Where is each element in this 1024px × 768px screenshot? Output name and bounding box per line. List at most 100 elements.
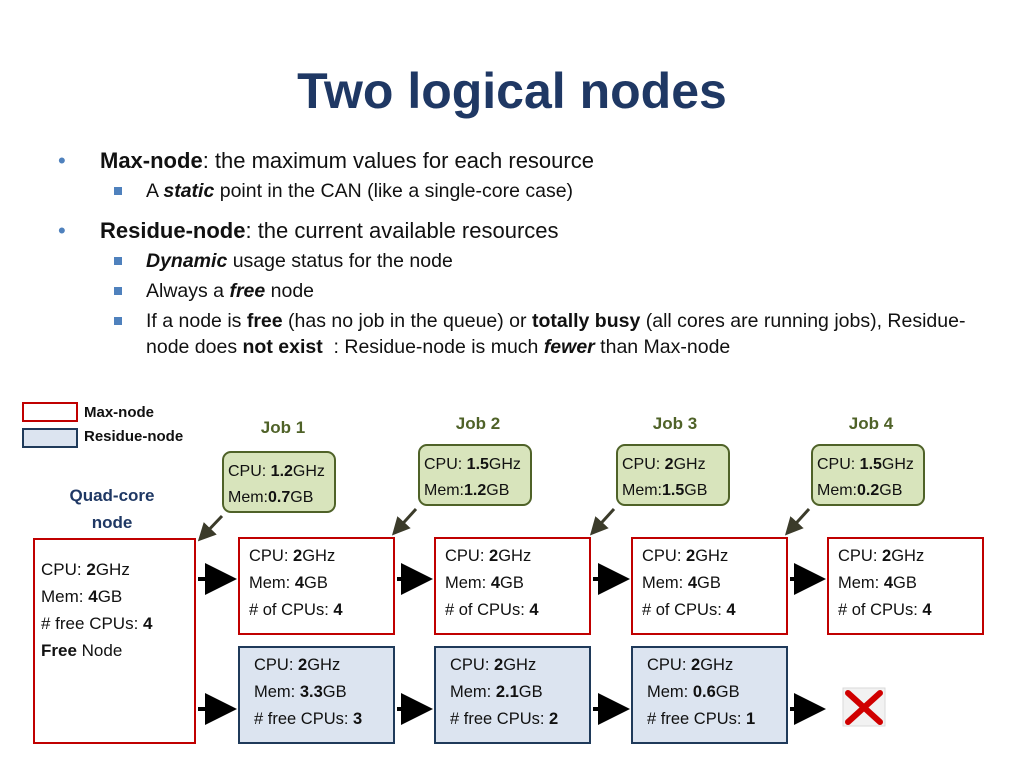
emphasis-dynamic: Dynamic	[146, 250, 228, 272]
mem-value: 3.3	[299, 683, 323, 701]
arrow-diagonal-icon	[784, 507, 811, 536]
max-node-box: CPU: 2GHz Mem: 4GB # of CPUs: 4	[238, 537, 395, 635]
cpu-label: CPU:	[838, 547, 883, 565]
mem-value: 4	[883, 574, 894, 592]
sub-bullet-static: A static point in the CAN (like a single…	[58, 178, 1008, 204]
status-free: Free	[41, 641, 77, 660]
free-cpus-value: 4	[143, 614, 153, 633]
mem-value: 4	[687, 574, 698, 592]
mem-label: Mem:	[838, 574, 884, 592]
job-cpu-value: 1.2	[270, 463, 293, 480]
arrow-diagonal-icon	[197, 514, 224, 542]
arrow-diagonal-icon	[589, 507, 616, 536]
emphasis-static: static	[163, 180, 215, 202]
job-box: CPU: 1.5GHz Mem:1.2GB	[418, 444, 532, 506]
term-max-node: Max-node	[100, 148, 203, 173]
cpu-label: CPU:	[41, 560, 87, 579]
job-label: Job 3	[652, 414, 698, 433]
sub-bullet-text: Always a	[146, 280, 230, 302]
cpu-value: 2	[686, 547, 696, 565]
cpus-label: # of CPUs:	[838, 601, 923, 619]
free-cpus-label: # free CPUs:	[254, 710, 354, 728]
cpu-unit: GHz	[95, 560, 130, 579]
free-cpus-value: 1	[746, 710, 756, 728]
square-bullet-icon	[114, 287, 122, 295]
cpu-value: 2	[298, 656, 308, 674]
mem-unit: GB	[893, 574, 917, 592]
sub-bullet-text: point in the CAN (like a single-core cas…	[214, 180, 574, 202]
sub-bullet-free: Always a free node	[58, 278, 1008, 304]
residue-node-box: CPU: 2GHz Mem: 2.1GB # free CPUs: 2	[434, 646, 591, 744]
bullet-list: • Max-node: the maximum values for each …	[58, 146, 1008, 364]
job-cpu-label: CPU:	[424, 456, 467, 473]
job-cpu-unit: GHz	[881, 456, 914, 473]
job-mem-label: Mem:	[817, 482, 857, 499]
job-mem-label: Mem:	[622, 482, 662, 499]
mem-label: Mem:	[450, 683, 496, 701]
mem-unit: GB	[715, 683, 740, 701]
emphasis-free: free	[246, 310, 283, 332]
mem-unit: GB	[304, 574, 328, 592]
job-mem-value: 0.2	[857, 482, 880, 499]
job-mem-label: Mem:	[228, 489, 268, 506]
sub-bullet-text: usage status for the node	[227, 250, 453, 272]
sub-bullet-text: : Residue-node is much	[322, 336, 544, 358]
mem-unit: GB	[500, 574, 524, 592]
free-cpus-value: 2	[549, 710, 559, 728]
cpu-unit: GHz	[307, 656, 341, 674]
mem-unit: GB	[97, 587, 123, 606]
job-cpu-label: CPU:	[622, 456, 665, 473]
job-cpu-unit: GHz	[292, 463, 325, 480]
job-mem-unit: GB	[290, 489, 314, 506]
cpus-value: 4	[922, 601, 932, 619]
free-cpus-label: # free CPUs:	[450, 710, 550, 728]
cpus-value: 4	[333, 601, 343, 619]
cpu-unit: GHz	[695, 547, 729, 565]
job-cpu-value: 2	[664, 456, 674, 473]
cpu-unit: GHz	[503, 656, 537, 674]
bullet-dot-icon: •	[58, 148, 66, 173]
quad-core-node-box: CPU: 2GHz Mem: 4GB # free CPUs: 4 Free N…	[33, 538, 196, 744]
legend-max-label: Max-node	[84, 404, 155, 421]
job-cpu-unit: GHz	[488, 456, 521, 473]
cpu-value: 2	[494, 656, 504, 674]
max-node-box: CPU: 2GHz Mem: 4GB # of CPUs: 4	[827, 537, 984, 635]
cpu-unit: GHz	[891, 547, 925, 565]
status-text: Node	[76, 641, 123, 660]
mem-value: 4	[294, 574, 305, 592]
sub-bullet-text: A	[146, 180, 164, 202]
free-cpus-label: # free CPUs:	[41, 614, 144, 633]
cpu-unit: GHz	[700, 656, 734, 674]
red-x-icon	[842, 687, 886, 727]
free-cpus-value: 3	[353, 710, 363, 728]
cpu-unit: GHz	[498, 547, 532, 565]
emphasis-totally-busy: totally busy	[531, 310, 641, 332]
mem-label: Mem:	[445, 574, 491, 592]
mem-label: Mem:	[249, 574, 295, 592]
cpu-label: CPU:	[254, 656, 299, 674]
bullet-max-node: • Max-node: the maximum values for each …	[58, 146, 1008, 176]
cpu-unit: GHz	[302, 547, 336, 565]
sub-bullet-text: node	[265, 280, 315, 302]
job-cpu-unit: GHz	[673, 456, 706, 473]
mem-value: 0.6	[692, 683, 716, 701]
max-node-box: CPU: 2GHz Mem: 4GB # of CPUs: 4	[631, 537, 788, 635]
arrow-diagonal-icon	[391, 507, 418, 536]
mem-value: 4	[88, 587, 98, 606]
job-label: Job 2	[455, 414, 501, 433]
square-bullet-icon	[114, 187, 122, 195]
job-mem-value: 0.7	[268, 489, 291, 506]
job-box: CPU: 2GHz Mem:1.5GB	[616, 444, 730, 506]
mem-label: Mem:	[41, 587, 89, 606]
bullet-residue-node: • Residue-node: the current available re…	[58, 216, 1008, 246]
cpu-label: CPU:	[642, 547, 687, 565]
mem-label: Mem:	[254, 683, 300, 701]
mem-value: 4	[490, 574, 501, 592]
cpu-label: CPU:	[249, 547, 294, 565]
square-bullet-icon	[114, 257, 122, 265]
emphasis-free: free	[229, 280, 266, 302]
job-cpu-value: 1.5	[466, 456, 489, 473]
mem-unit: GB	[518, 683, 543, 701]
sub-bullet-text: (all cores are running jobs), Residue-no…	[146, 310, 966, 358]
